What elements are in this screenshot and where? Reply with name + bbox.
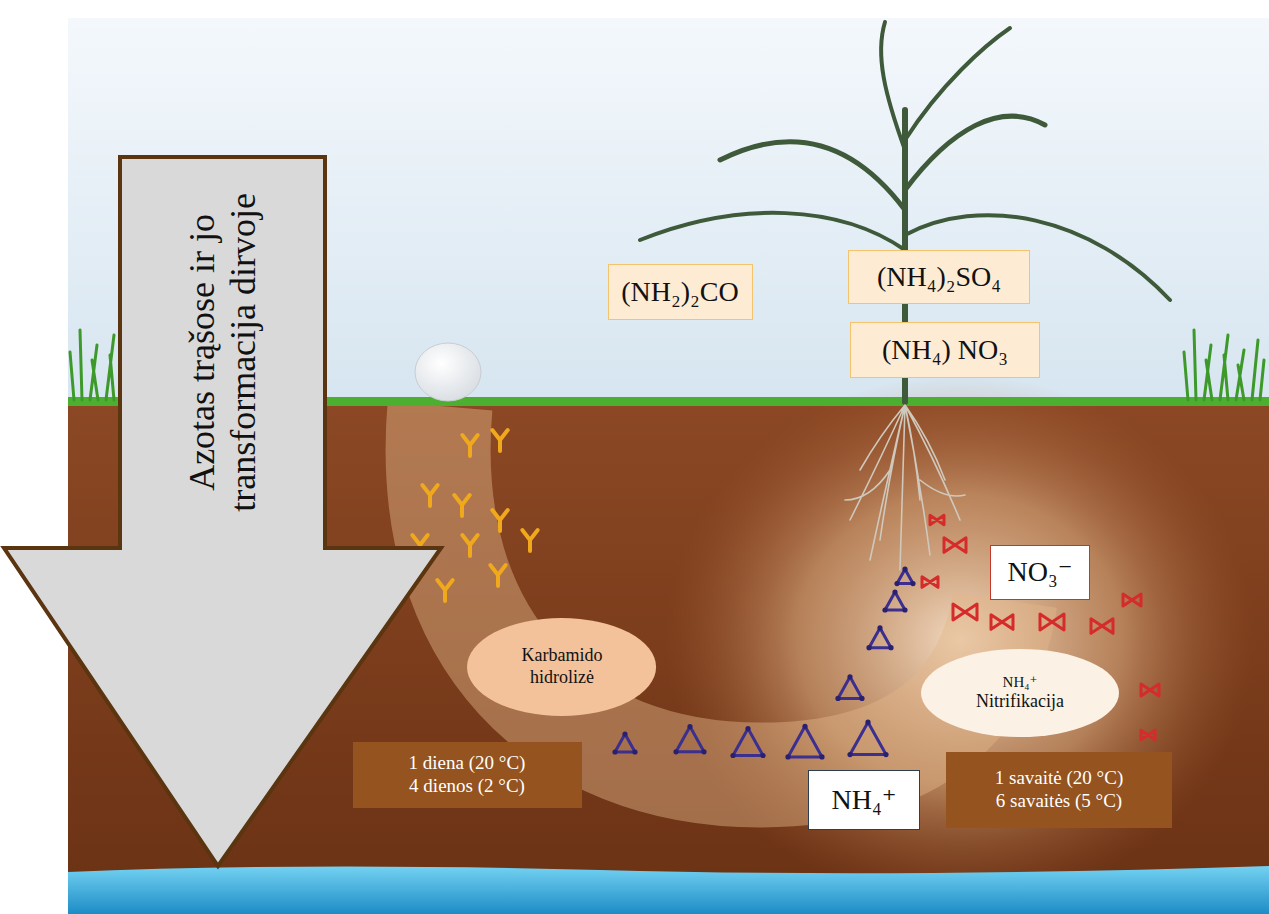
urease-symbol — [522, 530, 537, 551]
ammonium-symbol — [788, 726, 822, 757]
ammonium-symbol-dot — [760, 753, 765, 758]
ammonium-symbol-dot — [865, 720, 870, 725]
ammonium-symbol-dot — [883, 752, 888, 757]
process-ellipse: Karbamido hidrolizė — [466, 617, 657, 717]
plant — [640, 22, 1170, 402]
ammonium-symbol — [850, 722, 886, 754]
node-label: (NH₂)₂CO — [621, 275, 739, 309]
node-label: NH₄⁺ — [1003, 673, 1038, 691]
urea-granule — [415, 343, 481, 401]
urease-symbol — [462, 535, 477, 556]
ammonium-symbol — [615, 734, 635, 752]
grass-tuft — [1184, 330, 1264, 400]
node-label: NO₃⁻ — [1008, 555, 1073, 589]
plant-leaf — [640, 213, 905, 250]
urease-symbol — [492, 430, 507, 451]
ammonium-symbol — [869, 628, 891, 648]
diffusion-band — [438, 406, 1005, 775]
fertilizer-box: (NH₄) NO₃ — [850, 322, 1040, 378]
ammonium-symbol — [885, 592, 905, 610]
urease-symbol — [490, 565, 505, 586]
nitrate-symbol — [944, 538, 966, 553]
node-label: 1 diena (20 °C) — [409, 752, 526, 775]
nitrate-symbol — [1141, 730, 1155, 739]
node-label: Karbamido hidrolizė — [503, 645, 621, 688]
node-label: Nitrifikacija — [976, 691, 1064, 713]
ammonium-symbol-dot — [745, 726, 750, 731]
ammonium-symbol-dot — [730, 753, 735, 758]
ammonium-symbol-dot — [888, 645, 893, 650]
ammonium-symbol-dot — [859, 696, 864, 701]
nitrate-symbol — [1040, 614, 1064, 630]
ammonium-symbol-dot — [847, 752, 852, 757]
nitrate-symbol — [1123, 594, 1141, 606]
urease-symbol — [422, 485, 437, 506]
ion-box: NH₄⁺ — [808, 770, 920, 830]
node-label: 1 savaitė (20 °C) — [995, 767, 1123, 790]
fertilizer-box: (NH₄)₂SO₄ — [848, 250, 1030, 304]
ammonium-symbol-dot — [785, 754, 790, 759]
plant-roots — [845, 405, 965, 570]
node-label: 6 savaitės (5 °C) — [996, 790, 1122, 813]
ammonium-symbol — [733, 729, 763, 756]
ammonium-symbol-dot — [847, 674, 852, 679]
ammonium-symbol-dot — [622, 731, 627, 736]
node-label: (NH₄) NO₃ — [882, 333, 1008, 367]
node-label: NH₄⁺ — [832, 783, 897, 817]
ammonium-symbol — [838, 677, 862, 699]
urease-symbol — [462, 435, 477, 456]
urease-symbol — [454, 495, 469, 516]
nitrate-symbol — [930, 515, 944, 524]
ammonium-symbol-dot — [701, 749, 706, 754]
ammonium-symbol-dot — [892, 589, 897, 594]
ammonium-symbol-dot — [673, 749, 678, 754]
duration-box: 1 diena (20 °C)4 dienos (2 °C) — [353, 742, 582, 808]
ammonium-symbol-dot — [902, 567, 907, 572]
ellipse-fill — [467, 618, 656, 716]
duration-box: 1 savaitė (20 °C)6 savaitės (5 °C) — [946, 752, 1172, 828]
root-lines — [845, 405, 965, 570]
nitrate-symbol — [1091, 619, 1113, 634]
ammonium-symbol-dot — [866, 645, 871, 650]
urease-symbol — [492, 510, 507, 531]
ammonium-symbol-dot — [882, 607, 887, 612]
plant-leaf — [905, 28, 1010, 140]
ammonium-symbol-dot — [902, 607, 907, 612]
node-label: (NH₄)₂SO₄ — [877, 260, 1001, 294]
molecule-symbols — [412, 430, 1159, 759]
groundwater — [68, 866, 1269, 914]
plant-leaf — [881, 22, 905, 150]
nitrate-symbol — [1141, 684, 1159, 696]
ammonium-symbol-dot — [612, 749, 617, 754]
process-ellipse: NH₄⁺Nitrifikacija — [920, 648, 1120, 738]
urease-symbol — [437, 580, 452, 601]
plant-leaf — [720, 142, 905, 210]
arrow-caption: Azotas trąšose ir jo transformacija dirv… — [181, 163, 264, 543]
ammonium-symbol — [676, 727, 704, 752]
ammonium-symbol-dot — [835, 696, 840, 701]
ion-box: NO₃⁻ — [990, 545, 1090, 600]
ammonium-symbol-dot — [877, 625, 882, 630]
nitrate-symbol — [953, 604, 977, 620]
ammonium-symbol-dot — [687, 724, 692, 729]
plant-leaf — [905, 116, 1045, 190]
ammonium-symbol-dot — [894, 581, 899, 586]
nitrate-symbol — [922, 577, 938, 588]
ammonium-symbol-dot — [802, 724, 807, 729]
fertilizer-box: (NH₂)₂CO — [608, 264, 753, 320]
node-label: 4 dienos (2 °C) — [409, 775, 525, 798]
ammonium-symbol-dot — [819, 754, 824, 759]
ammonium-symbol-dot — [910, 581, 915, 586]
ammonium-symbol-dot — [632, 749, 637, 754]
ellipse-fill — [921, 649, 1119, 737]
nitrate-symbol — [991, 615, 1013, 630]
